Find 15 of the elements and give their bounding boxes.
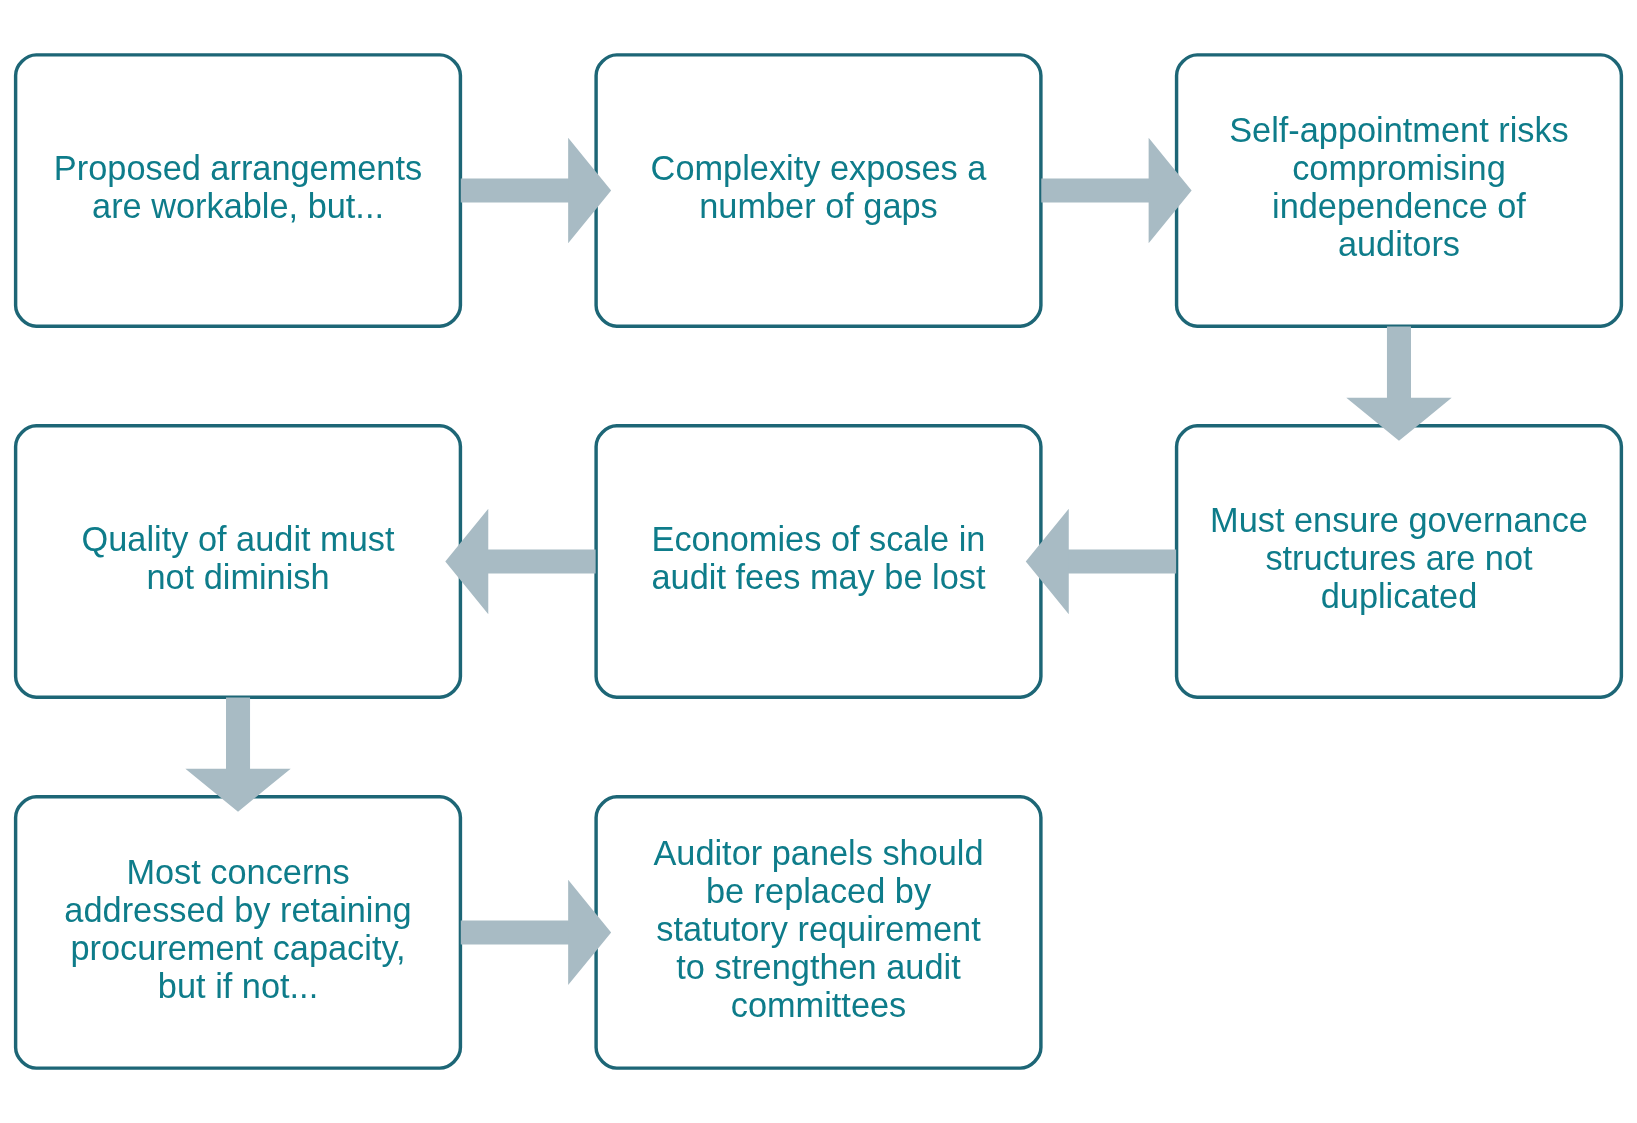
node-box: Quality of audit must not diminish xyxy=(13,424,463,699)
arrow xyxy=(1025,508,1177,615)
node-box: Auditor panels should be replaced by statutory requirement to strengthen audit committees xyxy=(594,795,1043,1070)
arrow xyxy=(185,697,291,812)
arrow xyxy=(460,137,612,244)
node-box: Self-appointment risks compromising independence of auditors xyxy=(1174,53,1624,328)
arrow xyxy=(1041,137,1192,244)
node-box: Must ensure governance structures are not duplicated xyxy=(1174,424,1624,699)
node-box: Economies of scale in audit fees may be lost xyxy=(594,424,1043,699)
node-box: Complexity exposes a number of gaps xyxy=(594,53,1043,328)
node-box: Most concerns addressed by retaining procurement capacity, but if not... xyxy=(13,795,463,1070)
node-box: Proposed arrangements are workable, but... xyxy=(13,53,463,328)
arrow xyxy=(445,508,596,615)
arrow xyxy=(1346,326,1452,441)
arrow xyxy=(460,879,612,986)
